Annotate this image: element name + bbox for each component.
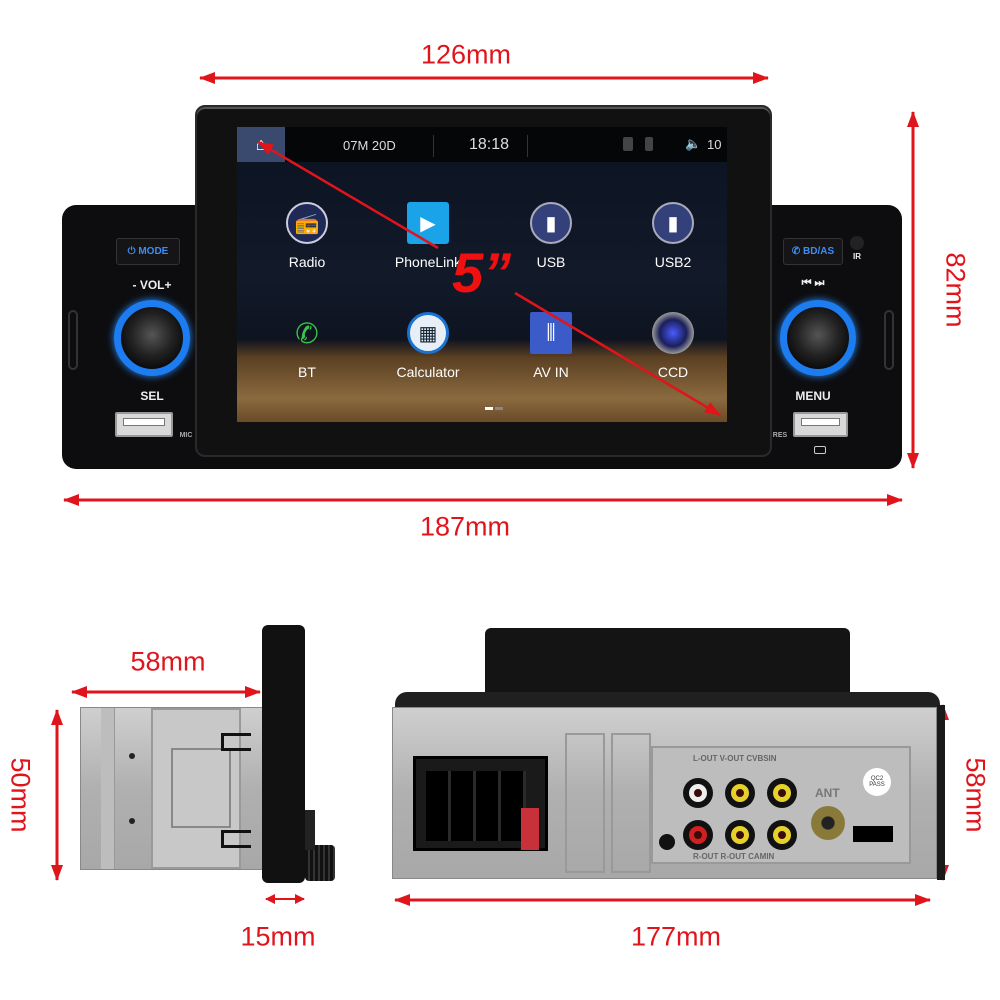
rca-red: [683, 820, 713, 850]
bdas-button[interactable]: ✆ BD/AS: [783, 238, 843, 265]
rear-screen-top: [485, 628, 850, 703]
iso-connector: [413, 756, 548, 851]
dim-15mm: 15mm: [240, 921, 316, 952]
app-calculator[interactable]: ▦ Calculator: [383, 312, 473, 380]
app-label: Calculator: [396, 364, 460, 380]
ir-sensor: [850, 236, 864, 250]
rca-label-top: L-OUT V-OUT CVBSIN: [693, 754, 777, 763]
dim-177mm: 177mm: [630, 921, 722, 952]
volume-knob[interactable]: [114, 300, 190, 376]
dim-50mm: 50mm: [5, 757, 36, 833]
screen-size-label: 5”: [452, 241, 512, 304]
menu-knob[interactable]: [780, 300, 856, 376]
menu-label: MENU: [795, 389, 831, 403]
app-usb[interactable]: ▮ USB: [506, 202, 596, 270]
sd-card-icon: [623, 137, 633, 151]
fuse: [521, 808, 539, 850]
dim-126mm: 126mm: [420, 39, 512, 70]
sd-icon: [814, 446, 826, 454]
app-label: PhoneLink: [394, 254, 462, 270]
rca-panel: L-OUT V-OUT CVBSIN ANT QC2 PASS R-OUT R-…: [651, 746, 911, 864]
rca-yellow: [725, 820, 755, 850]
camera-icon: [652, 312, 694, 354]
usb-status-icon: [645, 137, 653, 151]
bdas-label: BD/AS: [803, 246, 835, 257]
ant-label: ANT: [815, 786, 840, 800]
calculator-icon: ▦: [407, 312, 449, 354]
rca-yellow: [767, 820, 797, 850]
dim-58mm-back: 58mm: [960, 757, 991, 833]
app-label: Radio: [288, 254, 326, 270]
app-radio[interactable]: 📻 Radio: [262, 202, 352, 270]
side-faceplate: [262, 625, 305, 883]
date-text: 07M 20D: [343, 138, 396, 153]
dim-58mm-side: 58mm: [130, 646, 206, 677]
page-indicator: [485, 407, 493, 410]
app-label: USB: [536, 254, 566, 270]
app-usb2[interactable]: ▮ USB2: [628, 202, 718, 270]
vol-label: - VOL+: [132, 278, 172, 292]
av-in-icon: ⫼: [530, 312, 572, 354]
phonelink-icon: ▶: [407, 202, 449, 244]
mode-button[interactable]: ⏻ MODE: [116, 238, 180, 265]
rca-label-bottom: R-OUT R-OUT CAMIN: [693, 852, 775, 861]
time-text: 18:18: [469, 136, 510, 153]
aux-jack: [659, 834, 675, 850]
app-label: USB2: [654, 254, 692, 270]
antenna-port: [811, 806, 845, 840]
app-label: BT: [298, 364, 316, 380]
mic-label: MIC: [179, 432, 193, 439]
dim-82mm: 82mm: [940, 252, 971, 328]
right-vent: [884, 310, 894, 370]
radio-icon: 📻: [286, 202, 328, 244]
app-label: CCD: [657, 364, 689, 380]
mode-label: MODE: [138, 246, 169, 257]
app-av-in[interactable]: ⫼ AV IN: [506, 312, 596, 380]
volume-level: 10: [707, 137, 722, 152]
res-label: RES: [772, 432, 788, 439]
left-vent: [68, 310, 78, 370]
ir-label: IR: [853, 252, 861, 261]
app-label: AV IN: [533, 364, 569, 380]
rear-panel: L-OUT V-OUT CVBSIN ANT QC2 PASS R-OUT R-…: [392, 707, 937, 879]
prev-next-buttons[interactable]: ⏮ ⏭: [801, 277, 825, 289]
home-icon[interactable]: ⌂: [237, 127, 285, 162]
usb-port-left: [115, 412, 173, 437]
side-knob: [305, 845, 335, 881]
usb-icon: ▮: [530, 202, 572, 244]
rca-yellow: [725, 778, 755, 808]
rca-white: [683, 778, 713, 808]
sel-label: SEL: [140, 389, 164, 403]
label-sticker: [853, 826, 893, 842]
usb-port-right: [793, 412, 848, 437]
app-ccd[interactable]: CCD: [628, 312, 718, 380]
dim-187mm: 187mm: [419, 511, 511, 542]
app-bt[interactable]: ✆ BT: [262, 312, 352, 381]
volume-icon: 🔈: [685, 136, 702, 151]
usb-icon: ▮: [652, 202, 694, 244]
qc-sticker: QC2 PASS: [863, 768, 891, 796]
phone-icon: ✆: [295, 317, 319, 349]
rca-yellow: [767, 778, 797, 808]
side-chassis: [80, 707, 265, 870]
status-bar: ⌂ 07M 20D 18:18 🔈 10: [237, 127, 727, 162]
